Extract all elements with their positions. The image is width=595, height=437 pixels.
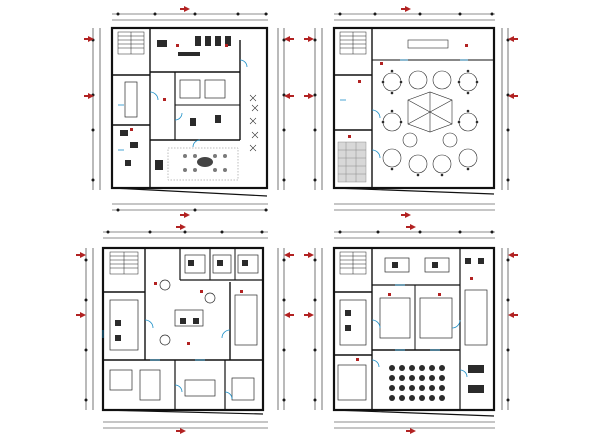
section-marker-icon <box>76 224 294 434</box>
dimension-lines-top <box>314 13 509 211</box>
floor-plan-top-right <box>304 6 518 218</box>
staircase-icon <box>339 31 367 55</box>
chair-dots <box>381 69 479 177</box>
grid-ticks <box>91 12 286 212</box>
furniture <box>120 36 231 170</box>
floor-plan-bottom-right <box>304 224 518 434</box>
dance-floor <box>407 91 453 133</box>
door-icon <box>102 319 233 400</box>
floor-plan-bottom-left <box>76 224 294 434</box>
desk-fill <box>345 258 484 331</box>
dimension-lines-top <box>92 13 285 211</box>
furniture <box>109 254 259 401</box>
section-marker-icon <box>304 224 518 434</box>
axis-marker-icon <box>154 282 243 345</box>
grid-ticks <box>313 12 510 182</box>
axis-marker-icon <box>356 277 473 361</box>
desk-fill <box>115 260 248 341</box>
hatch-floor <box>337 141 367 183</box>
dimension-lines-top <box>314 231 509 429</box>
dining-area <box>167 147 239 181</box>
staircase-icon <box>117 31 145 55</box>
staircase-icon <box>109 251 139 275</box>
axis-marker-icon <box>130 44 228 131</box>
floor-plan-top-left <box>84 6 294 218</box>
walls <box>332 246 496 417</box>
walls <box>332 26 496 195</box>
plant-icon <box>249 94 259 152</box>
door-icon <box>118 59 248 151</box>
walls <box>110 26 269 197</box>
door-icon <box>340 59 468 159</box>
furniture <box>337 257 488 401</box>
grid-ticks <box>313 230 510 402</box>
banquet-table-icon <box>382 39 478 174</box>
door-icon <box>371 284 468 378</box>
classroom-seats <box>389 365 484 401</box>
grid-ticks <box>84 230 286 402</box>
section-marker-icon <box>84 6 294 218</box>
section-marker-icon <box>304 6 518 218</box>
axis-marker-icon <box>348 44 468 138</box>
staircase-icon <box>339 251 367 275</box>
dimension-lines-top <box>85 231 285 429</box>
